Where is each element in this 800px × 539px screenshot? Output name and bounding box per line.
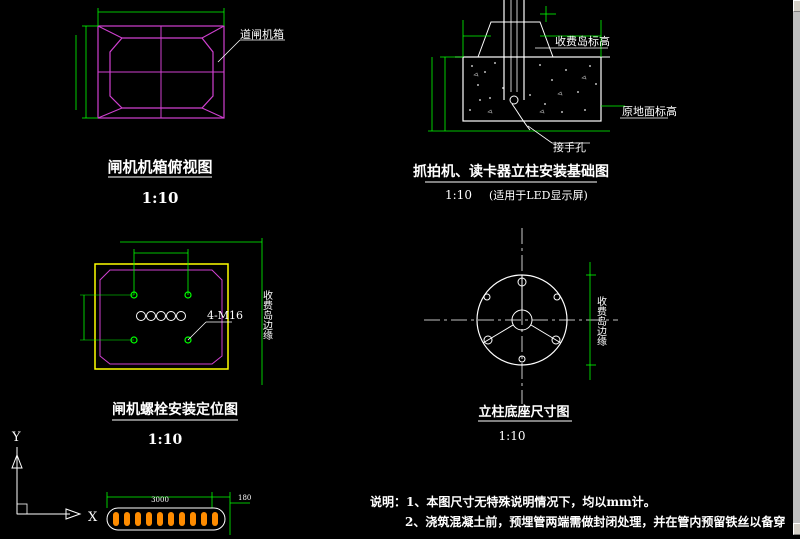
bolt-holes bbox=[130, 291, 192, 344]
bolt-side-label: 收费岛边缘 bbox=[261, 289, 273, 340]
ucs-y-label: Y bbox=[11, 430, 21, 445]
concrete-hatch bbox=[469, 62, 597, 114]
bolt-plate-inner bbox=[99, 269, 223, 365]
scroll-up-button[interactable] bbox=[793, 0, 800, 12]
label-ground-elevation: 原地面标高 bbox=[622, 104, 677, 118]
gate-box-leader-label: 道闸机箱 bbox=[240, 27, 284, 41]
foundation-block bbox=[462, 56, 602, 122]
bolt-layout-title: 闸机螺栓安装定位图 bbox=[112, 401, 238, 418]
gate-box-top-view: 道闸机箱 闸机机箱俯视图 1:10 bbox=[75, 8, 285, 207]
scroll-down-button[interactable] bbox=[793, 523, 800, 535]
column-base-plan: 收费岛边缘 立柱底座尺寸图 1:10 bbox=[424, 228, 618, 443]
gate-box-scale: 1:10 bbox=[142, 189, 179, 207]
notes-line-2: 2、浇筑混凝土前，预埋管两端需做封闭处理，并在管内预留铁丝以备穿 bbox=[405, 514, 785, 529]
gate-box-title: 闸机机箱俯视图 bbox=[107, 158, 212, 176]
column-base-scale: 1:10 bbox=[499, 429, 526, 443]
bolt-layout-plan: 4-M16 收费岛边缘 闸机螺栓安装定位图 1:10 bbox=[80, 238, 273, 448]
ucs-icon: Y X bbox=[11, 430, 98, 525]
strip-dim-right: 180 bbox=[238, 494, 251, 502]
label-island-elevation: 收费岛标高 bbox=[555, 34, 610, 48]
bolt-label: 4-M16 bbox=[207, 309, 243, 322]
strip-outline bbox=[106, 507, 226, 531]
general-notes: 说明：1、本图尺寸无特殊说明情况下，均以mm计。 2、浇筑混凝土前，预埋管两端需… bbox=[370, 494, 785, 529]
column-foundation-section: 收费岛标高 原地面标高 接手孔 抓拍机、读卡器立柱安装基础图 1:10 (适用于… bbox=[413, 0, 677, 202]
right-scrollbar[interactable] bbox=[793, 0, 800, 535]
strip-hatch bbox=[113, 512, 218, 526]
cable-holes bbox=[136, 311, 186, 321]
bolt-layout-scale: 1:10 bbox=[148, 432, 183, 448]
foundation-scale: 1:10 bbox=[445, 188, 472, 202]
bottom-strip-detail: 3000 180 bbox=[106, 492, 251, 535]
ucs-x-label: X bbox=[88, 510, 98, 525]
label-hand-hole: 接手孔 bbox=[553, 140, 586, 154]
base-side-label: 收费岛边缘 bbox=[595, 295, 607, 346]
strip-dim-left: 3000 bbox=[151, 496, 169, 504]
foundation-note: (适用于LED显示屏) bbox=[489, 189, 588, 202]
column-base-title: 立柱底座尺寸图 bbox=[478, 404, 569, 420]
bolt-plate-outline bbox=[94, 263, 229, 370]
notes-line-1: 说明：1、本图尺寸无特殊说明情况下，均以mm计。 bbox=[370, 494, 656, 509]
foundation-title: 抓拍机、读卡器立柱安装基础图 bbox=[413, 163, 609, 180]
